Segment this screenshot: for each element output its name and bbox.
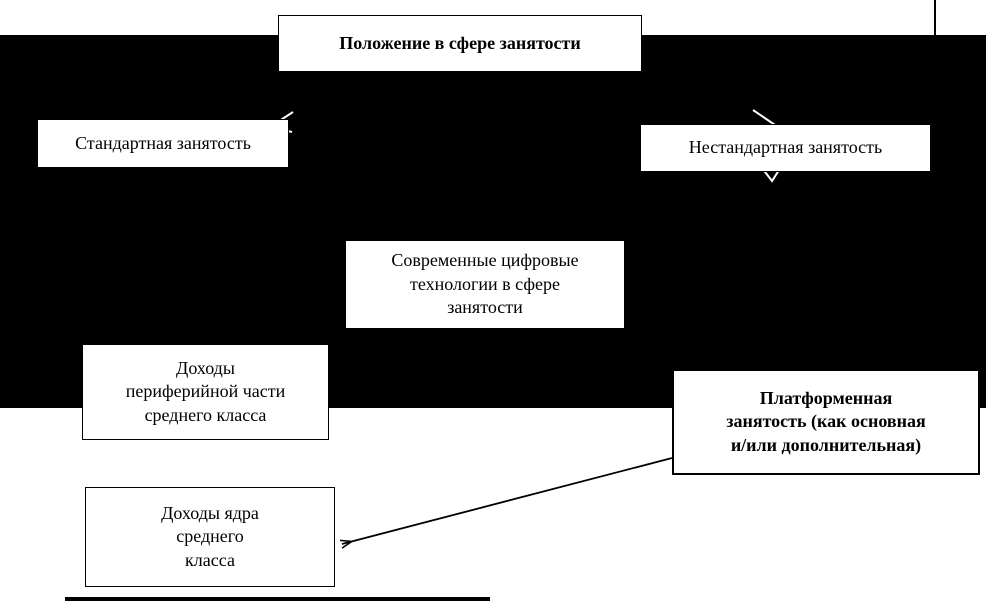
platform-employment-label: Платформенная занятость (как основная и/… xyxy=(726,387,926,455)
standard-employment-box: Стандартная занятость xyxy=(37,119,289,168)
title-box: Положение в сфере занятости xyxy=(278,15,642,72)
core-income-label: Доходы ядра среднего класса xyxy=(161,502,259,570)
frame-edge-line xyxy=(934,0,936,36)
periphery-income-label: Доходы периферийной части среднего класс… xyxy=(125,357,286,425)
core-income-box: Доходы ядра среднего класса xyxy=(85,487,335,587)
periphery-income-box: Доходы периферийной части среднего класс… xyxy=(82,344,329,440)
digital-technologies-label: Современные цифровые технологии в сфере … xyxy=(391,250,579,318)
platform-employment-box: Платформенная занятость (как основная и/… xyxy=(672,369,980,475)
digital-technologies-box: Современные цифровые технологии в сфере … xyxy=(345,240,625,329)
bottom-rule-line xyxy=(65,597,490,601)
title-box-label: Положение в сфере занятости xyxy=(339,32,581,53)
nonstandard-employment-label: Нестандартная занятость xyxy=(688,137,883,158)
nonstandard-employment-box: Нестандартная занятость xyxy=(640,124,931,172)
platform-to-core-arrow xyxy=(342,457,673,544)
standard-employment-label: Стандартная занятость xyxy=(75,132,251,153)
